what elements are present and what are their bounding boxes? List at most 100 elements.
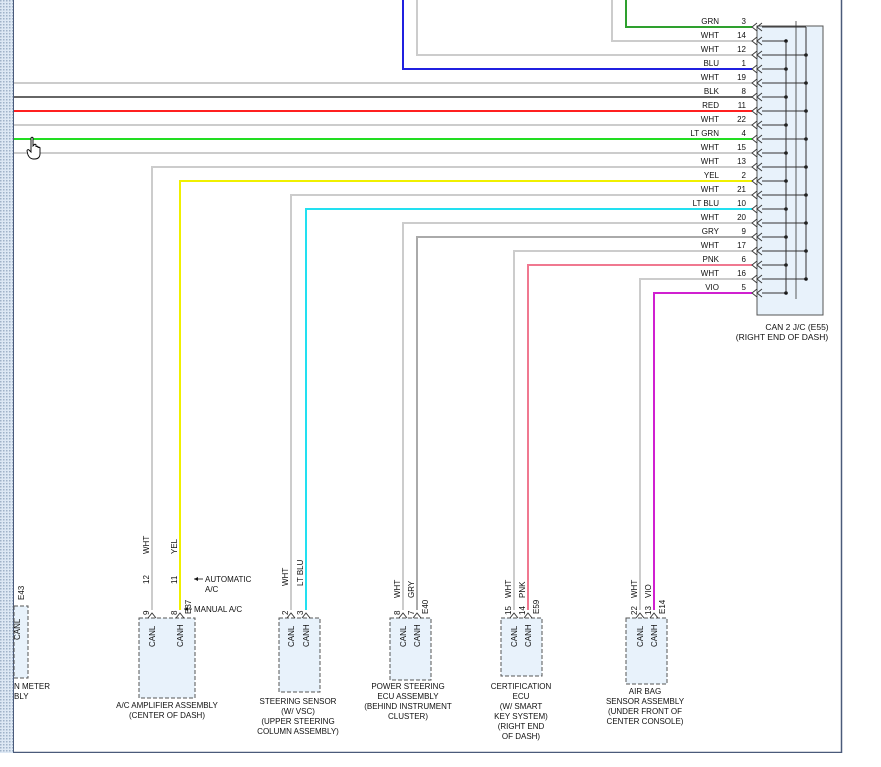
component-connector-body <box>138 617 196 699</box>
pin-number-label: 22 <box>630 606 639 615</box>
component-connector-body <box>13 605 29 679</box>
component-ac: A/C AMPLIFIER ASSEMBLY(CENTER OF DASH)CA… <box>116 536 251 720</box>
component-label: COLUMN ASSEMBLY) <box>257 727 339 736</box>
can-high-label: CANH <box>650 624 659 647</box>
terminal-chevron-icon <box>756 260 763 270</box>
can-low-label: CANL <box>287 625 296 647</box>
pin-number-label: 1 <box>742 59 747 68</box>
arrowhead-icon <box>184 607 188 611</box>
note-manual: MANUAL A/C <box>194 605 242 614</box>
wire-color-label: BLU <box>703 59 719 68</box>
wire-color-label: RED <box>702 101 719 110</box>
pin-number-label: 4 <box>742 129 747 138</box>
pin-number-label: 17 <box>737 241 746 250</box>
component-label: CLUSTER) <box>388 712 428 721</box>
pin-number-label: 6 <box>742 255 747 264</box>
terminal-chevron-icon <box>756 204 763 214</box>
terminal-chevron-icon <box>751 162 758 172</box>
wire-wht-pin-13 <box>151 166 752 610</box>
arrowhead-icon <box>194 577 198 581</box>
note-automatic: AUTOMATIC <box>205 575 252 584</box>
terminal-chevron-icon <box>756 78 763 88</box>
terminal-chevron-icon <box>751 176 758 186</box>
terminal-chevron-icon <box>751 120 758 130</box>
wire-color-label: BLK <box>704 87 720 96</box>
can-high-label: CANH <box>413 624 422 647</box>
component-label: BLY <box>14 692 29 701</box>
component-connector-body <box>278 617 321 693</box>
connector-id-label: E37 <box>184 599 193 614</box>
terminal-chevron-icon <box>756 92 763 102</box>
can-low-label: CANL <box>13 618 22 640</box>
wire-grn-pin-3 <box>625 0 752 28</box>
component-label: N METER <box>14 682 50 691</box>
pin-number-label: 15 <box>504 606 513 615</box>
junction-connector-body <box>756 25 824 316</box>
wire-wht-pin-14 <box>611 0 752 42</box>
pin-number-label: 14 <box>518 606 527 615</box>
pin-number-label: 8 <box>742 87 747 96</box>
left-window-edge <box>0 0 14 762</box>
wire-color-label: WHT <box>701 241 719 250</box>
wire-color-label: GRY <box>702 227 720 236</box>
terminal-chevron-icon <box>751 232 758 242</box>
can-high-label: CANH <box>302 624 311 647</box>
pin-number-label: 14 <box>737 31 746 40</box>
terminal-chevron-icon <box>751 246 758 256</box>
pin-number-label: 9 <box>742 227 747 236</box>
pin-number-label: 5 <box>742 283 747 292</box>
component-label: POWER STEERING <box>371 682 444 691</box>
bottom-strip <box>0 753 881 762</box>
terminal-chevron-icon <box>751 190 758 200</box>
terminal-chevron-icon <box>756 64 763 74</box>
pin-number-label: 3 <box>296 610 305 615</box>
wire-wht-pin-16 <box>639 278 752 610</box>
wire-color-label: WHT <box>701 73 719 82</box>
wire-blu-pin-1 <box>402 0 752 70</box>
component-label: (UNDER FRONT OF <box>608 707 682 716</box>
terminal-chevron-icon <box>398 612 408 619</box>
wire-color-label: WHT <box>504 580 513 598</box>
terminal-chevron-icon <box>756 148 763 158</box>
terminal-chevron-icon <box>751 204 758 214</box>
terminal-chevron-icon <box>751 50 758 60</box>
terminal-chevron-icon <box>756 106 763 116</box>
wire-color-label: LT BLU <box>693 199 720 208</box>
terminal-chevron-icon <box>751 134 758 144</box>
terminal-chevron-icon <box>635 612 645 619</box>
can-low-label: CANL <box>510 625 519 647</box>
component-connector-body <box>625 617 668 685</box>
component-label: A/C AMPLIFIER ASSEMBLY <box>116 701 218 710</box>
component-label: (UPPER STEERING <box>261 717 334 726</box>
terminal-chevron-icon <box>756 218 763 228</box>
wire-color-label: VIO <box>644 584 653 598</box>
terminal-chevron-icon <box>756 232 763 242</box>
component-label: SENSOR ASSEMBLY <box>606 697 685 706</box>
terminal-chevron-icon <box>756 288 763 298</box>
terminal-chevron-icon <box>756 274 763 284</box>
connector-id-label: E14 <box>658 599 667 614</box>
pin-number-label: 15 <box>737 143 746 152</box>
pin-number-label: 20 <box>737 213 746 222</box>
component-steer: STEERING SENSOR(W/ VSC)(UPPER STEERINGCO… <box>257 559 339 736</box>
terminal-chevron-icon <box>756 36 763 46</box>
pin-number-label: 11 <box>738 101 747 110</box>
component-connector-body <box>389 617 432 681</box>
wire-color-label: GRY <box>407 580 416 598</box>
component-label: (W/ VSC) <box>281 707 315 716</box>
terminal-chevron-icon <box>751 22 758 32</box>
wire-wht-pin-21 <box>290 194 752 610</box>
can-high-label: CANH <box>176 624 185 647</box>
wire-color-label: WHT <box>281 568 290 586</box>
terminal-chevron-icon <box>751 218 758 228</box>
component-label: CENTER CONSOLE) <box>607 717 684 726</box>
wire-color-label: LT BLU <box>296 559 305 586</box>
wire-color-label: PNK <box>518 581 527 598</box>
pin-number-label: 9 <box>142 610 151 615</box>
pin-number-label: 12 <box>142 575 151 584</box>
terminal-chevron-icon <box>751 36 758 46</box>
terminal-chevron-icon <box>412 612 422 619</box>
